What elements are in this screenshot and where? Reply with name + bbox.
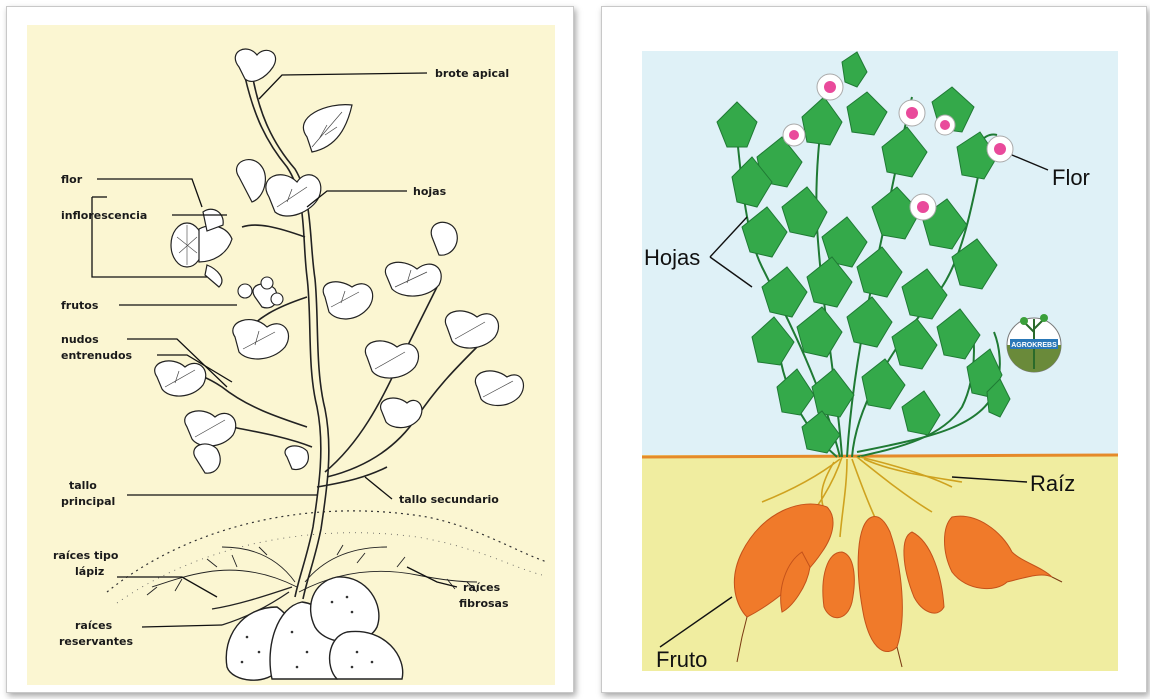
label-brote-apical: brote apical [435,67,509,80]
flower [783,124,805,146]
label-lapiz: lápiz [75,565,104,578]
label-fibrosas: fibrosas [459,597,509,610]
flower [987,136,1013,162]
flower [910,194,936,220]
label-hojas-right: Hojas [644,245,700,270]
label-fruto: Fruto [656,647,707,672]
label-flor-left: flor [61,173,83,186]
label-frutos: frutos [61,299,99,312]
illustrated-diagram: AGROKREBS Flor Hojas Raíz Fruto [602,7,1146,692]
label-raiz: Raíz [1030,471,1075,496]
label-raices-reservantes-1: raíces [75,619,113,632]
label-tallo: tallo [69,479,97,492]
left-diagram-panel: brote apical flor inflorescencia hojas f… [6,6,574,693]
label-hojas-left: hojas [413,185,447,198]
right-diagram-panel: AGROKREBS Flor Hojas Raíz Fruto [601,6,1147,693]
label-entrenudos: entrenudos [61,349,133,362]
label-raices-tipo: raíces tipo [53,549,119,562]
label-reservantes: reservantes [59,635,133,648]
ground-line [642,455,1118,457]
label-raices-fibrosas-1: raíces [463,581,501,594]
flower [899,100,925,126]
flower [935,115,955,135]
label-principal: principal [61,495,115,508]
label-inflorescencia: inflorescencia [61,209,147,222]
label-flor-right: Flor [1052,165,1090,190]
logo-text: AGROKREBS [1011,342,1057,349]
line-drawing-diagram: brote apical flor inflorescencia hojas f… [7,7,573,692]
label-tallo-secundario: tallo secundario [399,493,499,506]
label-nudos: nudos [61,333,99,346]
flower [817,74,843,100]
